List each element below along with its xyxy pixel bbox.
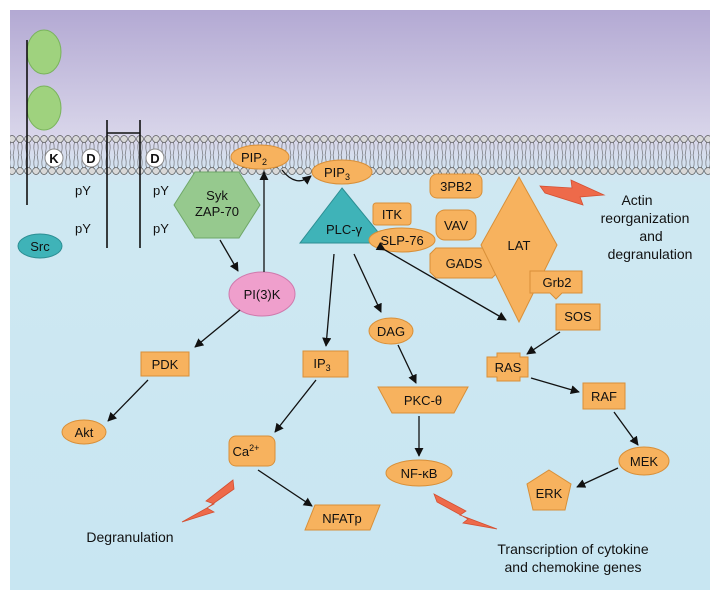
erk-node — [526, 469, 572, 511]
nfatp-node — [304, 504, 381, 531]
arrows — [107, 169, 639, 507]
ca-label: Ca2+ — [233, 443, 260, 459]
arrow-ras-to-raf — [530, 377, 580, 395]
background — [10, 10, 710, 590]
ras-node — [486, 352, 529, 382]
arrow-plc-lat-bidirectional — [375, 241, 507, 321]
caption-transcription-1: Transcription of cytokine — [497, 541, 648, 557]
src-label: Src — [30, 239, 50, 254]
plc-gamma-label: PLC-γ — [326, 222, 363, 237]
ip3-node — [302, 350, 349, 378]
pkc-theta-node — [377, 386, 469, 414]
pdk-label: PDK — [152, 357, 179, 372]
ras-label: RAS — [495, 360, 522, 375]
caption-degranulation: Degranulation — [86, 529, 173, 545]
arrow-sos-to-ras — [526, 331, 561, 355]
dag-label: DAG — [377, 324, 405, 339]
pip2-label: PIP2 — [241, 150, 267, 167]
zap70-label: ZAP-70 — [195, 204, 239, 219]
slp76-label: SLP-76 — [380, 233, 423, 248]
py-label-1: pY — [75, 183, 91, 198]
caption-actin-3: and — [639, 228, 662, 244]
3pb2-label: 3PB2 — [440, 179, 472, 194]
receptor-k-label: K — [49, 151, 59, 166]
lightning-bolt-degranulation — [181, 479, 235, 523]
arrow-syk-to-pi3k — [219, 239, 239, 272]
syk-zap70-node — [173, 171, 261, 239]
receptor-d-circle-2 — [145, 148, 165, 168]
receptor-d-label-2: D — [150, 151, 159, 166]
itk-label: ITK — [382, 207, 403, 222]
pip3-node — [311, 159, 373, 185]
receptor: K D D pY pY pY pY — [26, 29, 169, 248]
sos-label: SOS — [564, 309, 592, 324]
receptor-d-label-1: D — [86, 151, 95, 166]
arrow-pi3k-to-pdk — [194, 309, 241, 348]
raf-node — [582, 382, 626, 410]
pi3k-label: PI(3)K — [244, 287, 281, 302]
lat-label: LAT — [508, 238, 531, 253]
akt-node — [61, 419, 107, 445]
itk-node — [372, 202, 412, 226]
py-label-2: pY — [75, 221, 91, 236]
receptor-d-circle-1 — [81, 148, 101, 168]
mek-node — [618, 446, 670, 476]
arrow-ip3-to-ca — [274, 379, 317, 433]
receptor-ig-domain-1 — [26, 29, 62, 75]
grb2-node — [529, 270, 583, 300]
receptor-k-circle — [44, 148, 64, 168]
caption-actin-2: reorganization — [601, 210, 690, 226]
3pb2-node — [429, 173, 483, 199]
pdk-node — [140, 351, 190, 377]
syk-label: Syk — [206, 188, 228, 203]
raf-label: RAF — [591, 389, 617, 404]
arrow-ca-to-nfatp — [257, 469, 313, 507]
arrow-raf-to-mek — [613, 411, 639, 446]
ip3-label: IP3 — [313, 356, 330, 373]
caption-actin-4: degranulation — [608, 246, 693, 262]
arrow-pdk-to-akt — [107, 379, 149, 422]
nfkb-node — [385, 459, 453, 487]
pip2-node — [230, 144, 290, 170]
ca-node — [228, 435, 276, 467]
pi3k-node — [228, 271, 296, 317]
plc-gamma-node — [298, 187, 389, 244]
receptor-ig-domain-2 — [26, 85, 62, 131]
arrow-plc-to-ip3 — [322, 253, 335, 347]
nfatp-label: NFATp — [322, 511, 362, 526]
arrow-dag-to-pkc — [397, 344, 417, 384]
mek-label: MEK — [630, 454, 659, 469]
arrow-pip2-to-pip3 — [281, 169, 312, 185]
lightning-bolt-transcription — [433, 493, 498, 530]
nfkb-label: NF-κB — [401, 466, 438, 481]
pkc-theta-label: PKC-θ — [404, 393, 442, 408]
vav-label: VAV — [444, 218, 468, 233]
src-node — [17, 233, 63, 259]
py-label-3: pY — [153, 183, 169, 198]
vav-node — [435, 209, 477, 241]
erk-label: ERK — [536, 486, 563, 501]
pip3-label: PIP3 — [324, 165, 350, 182]
lat-node — [480, 175, 558, 324]
caption-actin-1: Actin — [621, 192, 652, 208]
gads-label: GADS — [446, 256, 483, 271]
lightning-bolt-actin — [539, 179, 606, 206]
py-label-4: pY — [153, 221, 169, 236]
arrow-mek-to-erk — [576, 467, 619, 488]
caption-transcription-2: and chemokine genes — [505, 559, 642, 575]
grb2-label: Grb2 — [543, 275, 572, 290]
akt-label: Akt — [75, 425, 94, 440]
sos-node — [555, 303, 601, 331]
